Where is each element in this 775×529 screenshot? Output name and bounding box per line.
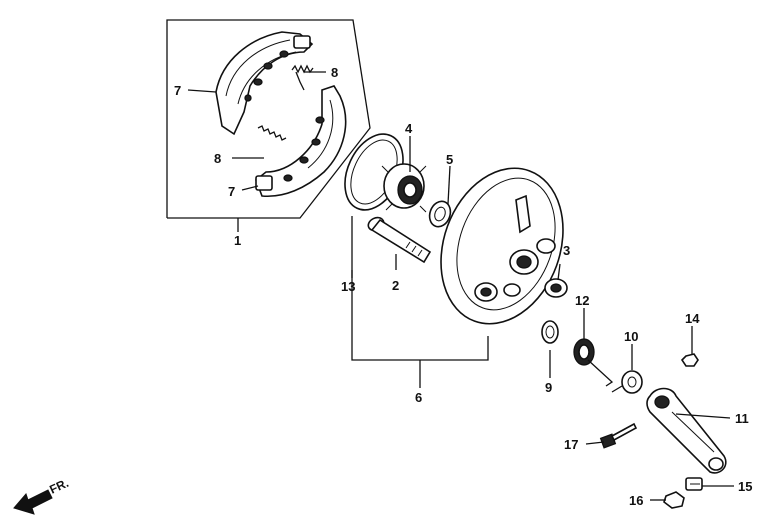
callout-16: 16: [629, 493, 643, 508]
callout-2: 2: [392, 278, 399, 293]
leader-7b: [241, 185, 259, 191]
return-spring-12: [573, 338, 614, 387]
washer-5: [428, 200, 452, 228]
brake-cam-2: [367, 216, 432, 264]
brake-shoe-lower: [255, 85, 347, 198]
leader-7a: [187, 89, 217, 93]
callout-3: 3: [563, 243, 570, 258]
callout-5: 5: [446, 152, 453, 167]
direction-label: FR.: [47, 476, 70, 497]
callout-7b: 7: [228, 184, 235, 199]
brake-panel: [440, 167, 564, 325]
spring-upper: [291, 64, 314, 91]
callout-14: 14: [685, 311, 700, 326]
callout-8a: 8: [331, 65, 338, 80]
pin-15: [685, 477, 703, 491]
bolt-17: [599, 422, 638, 449]
leader-5: [447, 165, 451, 205]
speedometer-gear-4: [381, 163, 427, 213]
front-arrow-icon: [13, 489, 53, 515]
leader-17: [585, 441, 605, 445]
callout-6: 6: [415, 390, 422, 405]
callout-1: 1: [234, 233, 241, 248]
callout-13: 13: [341, 279, 355, 294]
nut-14: [680, 353, 699, 367]
spring-lower: [257, 125, 287, 141]
wear-indicator-10: [611, 370, 643, 394]
seal-9: [541, 320, 559, 344]
callout-4: 4: [405, 121, 413, 136]
callout-10: 10: [624, 329, 638, 344]
brake-shoe-upper: [215, 31, 314, 136]
front-direction-indicator: FR.: [13, 476, 71, 515]
brake-shoe-group-box: [166, 19, 371, 219]
callout-8b: 8: [214, 151, 221, 166]
callout-15: 15: [738, 479, 752, 494]
callout-11: 11: [735, 411, 749, 426]
leader-11: [675, 413, 731, 419]
callout-7a: 7: [174, 83, 181, 98]
brake-arm-11: [646, 387, 727, 474]
nut-16: [663, 491, 685, 509]
bushing-3: [544, 278, 568, 298]
callout-12: 12: [575, 293, 589, 308]
callout-17: 17: [564, 437, 578, 452]
leader-3: [557, 263, 561, 281]
callout-9: 9: [545, 380, 552, 395]
